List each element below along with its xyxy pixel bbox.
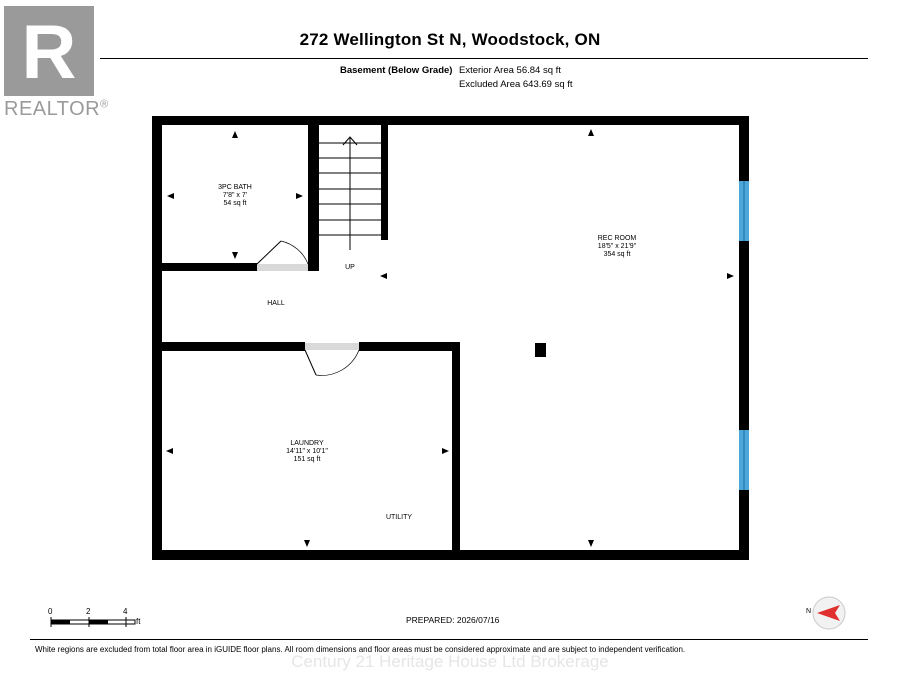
realtor-logo: R [4, 6, 94, 96]
room-bath-area: 54 sq ft [223, 200, 247, 207]
room-laundry-name: LAUNDRY [290, 440, 324, 447]
room-rec-dims: 18'5" x 21'9" [597, 243, 637, 250]
wall-bath-bottom [152, 263, 257, 271]
realtor-wordmark-text: REALTOR [4, 98, 101, 120]
wall-bath-stairs [308, 116, 319, 271]
room-laundry-area: 151 sq ft [293, 456, 321, 463]
logo-letter: R [22, 10, 77, 95]
level-name: Basement (Below Grade) [340, 65, 453, 76]
dimension-arrow-icon [588, 129, 594, 136]
room-rec-area: 354 sq ft [603, 251, 631, 258]
room-hall: HALL [267, 300, 285, 307]
stairs-label: UP [345, 264, 355, 271]
compass-icon [812, 596, 846, 630]
dimension-arrow-icon [442, 448, 449, 454]
wall-top [152, 116, 749, 125]
room-rec-name: REC ROOM [597, 235, 637, 242]
dimension-arrow-icon [232, 252, 238, 259]
room-laundry: LAUNDRY 14'11" x 10'1" 151 sq ft [267, 440, 347, 464]
disclaimer: White regions are excluded from total fl… [35, 645, 686, 654]
door-bath [256, 240, 309, 271]
wall-laundry-top-right [359, 342, 460, 351]
dimension-arrow-icon [167, 193, 174, 199]
walls [152, 116, 749, 560]
scale-tick-2: 2 [86, 607, 91, 616]
room-bath: 3PC BATH 7'8" x 7' 54 sq ft [195, 184, 275, 208]
stairs-arrow-icon [342, 136, 358, 146]
room-bath-dims: 7'8" x 7' [222, 192, 248, 199]
scale-unit: ft [136, 617, 141, 626]
header-divider [100, 58, 868, 59]
dimension-arrow-icon [296, 193, 303, 199]
realtor-trademark: ® [100, 98, 109, 111]
dimension-arrow-icon [166, 448, 173, 454]
column-post [535, 343, 546, 357]
brokerage-watermark: Century 21 Heritage House Ltd Brokerage [291, 652, 609, 671]
scale-tick-4: 4 [123, 607, 128, 616]
dimension-arrows [166, 129, 734, 547]
wall-laundry-top-left [152, 342, 305, 351]
realtor-logo-mark-icon: R [22, 10, 77, 95]
compass-label: N [806, 608, 812, 615]
stairs [319, 136, 381, 250]
scale-tick-0: 0 [48, 607, 53, 616]
dimension-arrow-icon [727, 273, 734, 279]
room-bath-name: 3PC BATH [218, 184, 252, 191]
dimension-arrow-icon [304, 540, 310, 547]
wall-bottom [152, 550, 749, 560]
wall-left [152, 116, 162, 560]
door-laundry [304, 343, 360, 376]
room-laundry-dims: 14'11" x 10'1" [286, 448, 328, 455]
wall-right [739, 116, 749, 560]
room-utility: UTILITY [385, 514, 413, 521]
dimension-arrow-icon [380, 273, 387, 279]
footer-divider [30, 639, 868, 640]
room-rec: REC ROOM 18'5" x 21'9" 354 sq ft [577, 235, 657, 259]
realtor-wordmark: REALTOR® [4, 98, 109, 121]
dimension-arrow-icon [588, 540, 594, 547]
wall-laundry-right [452, 342, 460, 560]
dimension-arrow-icon [232, 131, 238, 138]
exterior-area: Exterior Area 56.84 sq ft [459, 65, 561, 76]
scale-bar [50, 617, 136, 627]
page-title: 272 Wellington St N, Woodstock, ON [299, 30, 601, 49]
prepared-date: PREPARED: 2026/07/16 [406, 615, 500, 625]
excluded-area: Excluded Area 643.69 sq ft [459, 79, 573, 90]
wall-stairs-rec [381, 116, 388, 240]
